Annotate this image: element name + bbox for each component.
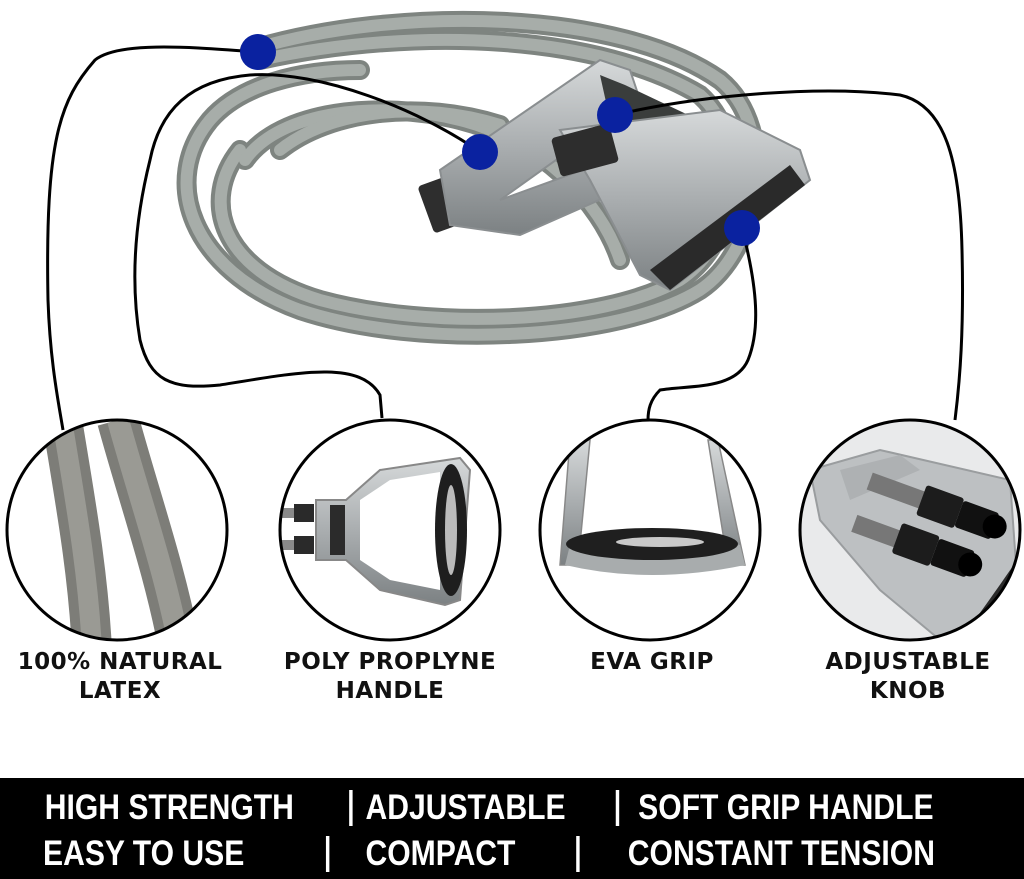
leader-line-grip [646,227,758,421]
callout-label-grip: EVA GRIP [590,648,714,677]
leader-line-handle [133,73,481,419]
callout-handle-line2: HANDLE [335,678,445,704]
callout-label-handle: POLY PROPLYNE HANDLE [284,648,496,706]
callout-label-knob: ADJUSTABLE KNOB [825,648,990,706]
marker-dots [240,34,760,246]
detail-circle-handle [280,420,500,640]
feature-soft-grip-handle: SOFT GRIP HANDLE [638,788,934,827]
feature-adjustable: ADJUSTABLE [365,788,566,827]
detail-circle-grip [540,420,760,640]
feature-high-strength: HIGH STRENGTH [44,788,294,827]
detail-circle-knob [800,420,1020,640]
callout-lines [46,45,965,431]
feature-constant-tension: CONSTANT TENSION [627,834,935,873]
feature-compact: COMPACT [365,834,516,873]
separator [325,836,330,872]
features-row-2: EASY TO USE COMPACT CONSTANT TENSION [0,831,935,877]
callout-grip-line1: EVA GRIP [590,649,714,675]
leader-line-latex [46,45,259,431]
features-row-1: HIGH STRENGTH ADJUSTABLE SOFT GRIP HANDL… [0,785,934,831]
detail-circle-latex [7,420,227,640]
separator [349,790,353,826]
features-banner: HIGH STRENGTH ADJUSTABLE SOFT GRIP HANDL… [0,778,1024,879]
separator [615,790,620,826]
callout-knob-line2: KNOB [869,678,947,704]
marker-dot-grip [724,210,760,246]
callout-latex-line2: LATEX [78,678,162,704]
marker-dot-latex [240,34,276,70]
marker-dot-handle [462,134,498,170]
callout-knob-line1: ADJUSTABLE [825,649,991,675]
separator [576,836,580,872]
callout-latex-line1: 100% NATURAL [17,649,223,675]
callout-handle-line1: POLY PROPLYNE [283,649,497,675]
product-illustration [5,10,1022,642]
callout-label-latex: 100% NATURAL LATEX [18,648,223,706]
feature-easy-to-use: EASY TO USE [43,834,245,873]
marker-dot-knob [597,97,633,133]
leader-line-knob [614,89,965,421]
